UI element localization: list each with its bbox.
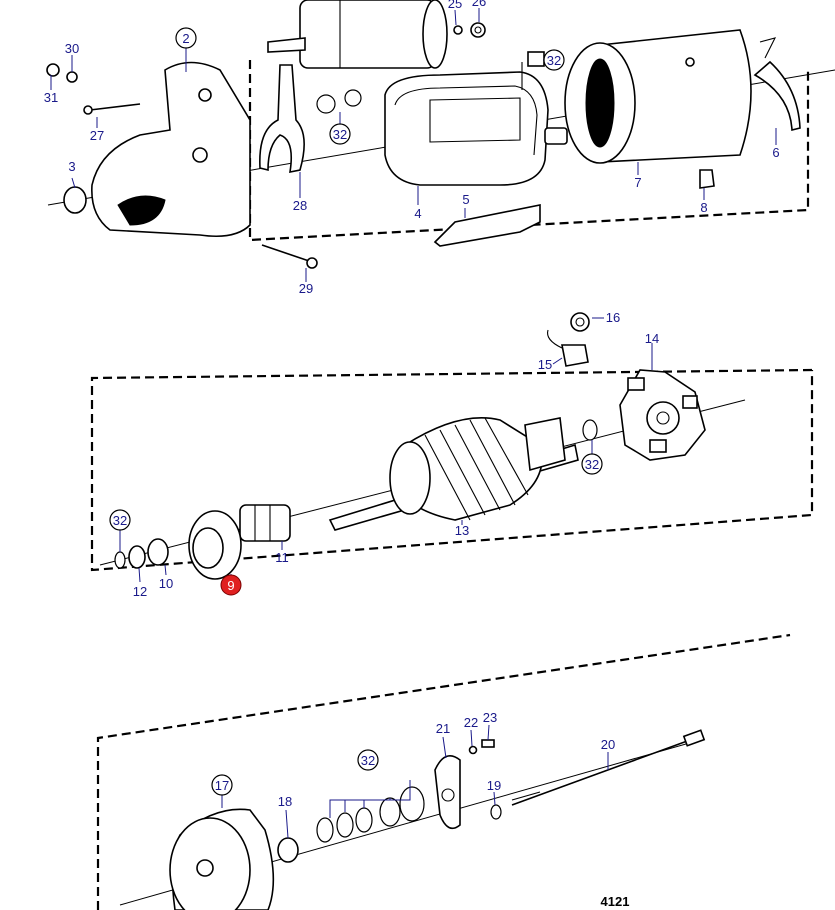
brush-15[interactable] [547,329,589,367]
section-housing [46,0,835,269]
label-18[interactable]: 18 [278,794,292,809]
bushing-18[interactable] [277,837,299,863]
label-6[interactable]: 6 [772,145,779,160]
section-armature [90,312,814,580]
section-commutator-end [96,633,791,910]
nut-31[interactable] [46,63,60,77]
label-32-terminal[interactable]: 32 [547,53,561,68]
nut-26[interactable] [470,22,486,38]
label-25[interactable]: 25 [448,0,462,11]
label-11[interactable]: 11 [275,550,289,565]
pinion-gear-9[interactable] [188,510,242,580]
brush-spring-16[interactable] [570,312,590,332]
cover-band-6[interactable] [753,60,801,132]
stop-ring-10[interactable] [147,538,169,566]
label-5[interactable]: 5 [462,192,469,207]
drive-end-housing[interactable] [63,61,251,238]
bushing-3[interactable] [63,186,87,214]
nut-25[interactable] [453,25,463,35]
bolt-29[interactable] [261,244,318,269]
label-32-shims[interactable]: 32 [361,753,375,768]
label-15[interactable]: 15 [538,357,552,372]
end-shield-17[interactable] [169,808,275,910]
label-2[interactable]: 2 [182,31,189,46]
label-3[interactable]: 3 [68,159,75,174]
cover-plate-21[interactable] [434,754,461,830]
label-7[interactable]: 7 [634,175,641,190]
label-30[interactable]: 30 [65,41,79,56]
label-32-housing-seal[interactable]: 32 [333,127,347,142]
part-labels: 2 3 4 5 6 7 8 27 28 29 30 31 25 26 32 32… [44,0,780,909]
dashed-frame-bottom [96,633,791,910]
seal-32-b[interactable] [344,89,362,107]
shim-set-32[interactable] [316,786,425,843]
label-31[interactable]: 31 [44,90,58,105]
label-19[interactable]: 19 [487,778,501,793]
stator-yoke-7[interactable] [564,29,752,164]
drawing-number: 4121 [601,894,630,909]
label-17[interactable]: 17 [215,778,229,793]
solenoid[interactable] [267,0,448,69]
screw-27[interactable] [83,103,141,115]
label-23[interactable]: 23 [483,710,497,725]
label-26[interactable]: 26 [472,0,486,9]
screw-8[interactable] [699,169,715,189]
seal-32-a[interactable] [316,94,336,114]
dashed-frame-middle [90,368,814,572]
label-32-circlip[interactable]: 32 [113,513,127,528]
label-16[interactable]: 16 [606,310,620,325]
pole-shoe-5[interactable] [433,204,541,247]
label-12[interactable]: 12 [133,584,147,599]
label-9[interactable]: 9 [227,578,234,593]
label-32-armature[interactable]: 32 [585,457,599,472]
label-21[interactable]: 21 [436,721,450,736]
label-29[interactable]: 29 [299,281,313,296]
label-14[interactable]: 14 [645,331,659,346]
lock-ring-12[interactable] [128,545,146,569]
leader-lines [50,8,777,839]
drive-pinion-11[interactable] [239,504,291,542]
field-coil-4[interactable] [384,51,568,186]
through-bolt-20[interactable] [511,729,706,806]
label-20[interactable]: 20 [601,737,615,752]
washer-30[interactable] [66,71,78,83]
highlight-marker-9[interactable] [220,574,242,596]
label-4[interactable]: 4 [414,206,421,221]
circlip-32[interactable] [114,551,126,569]
label-28[interactable]: 28 [293,198,307,213]
label-8[interactable]: 8 [700,200,707,215]
label-10[interactable]: 10 [159,576,173,591]
label-27[interactable]: 27 [90,128,104,143]
screw-23[interactable] [481,739,495,748]
armature-13[interactable] [328,417,579,531]
brush-holder-14[interactable] [619,369,706,461]
label-22[interactable]: 22 [464,715,478,730]
washer-19[interactable] [490,804,502,820]
washer-22[interactable] [468,745,478,755]
shim-32-armature[interactable] [582,419,598,441]
label-13[interactable]: 13 [455,523,469,538]
fork-lever-28[interactable] [259,64,305,174]
